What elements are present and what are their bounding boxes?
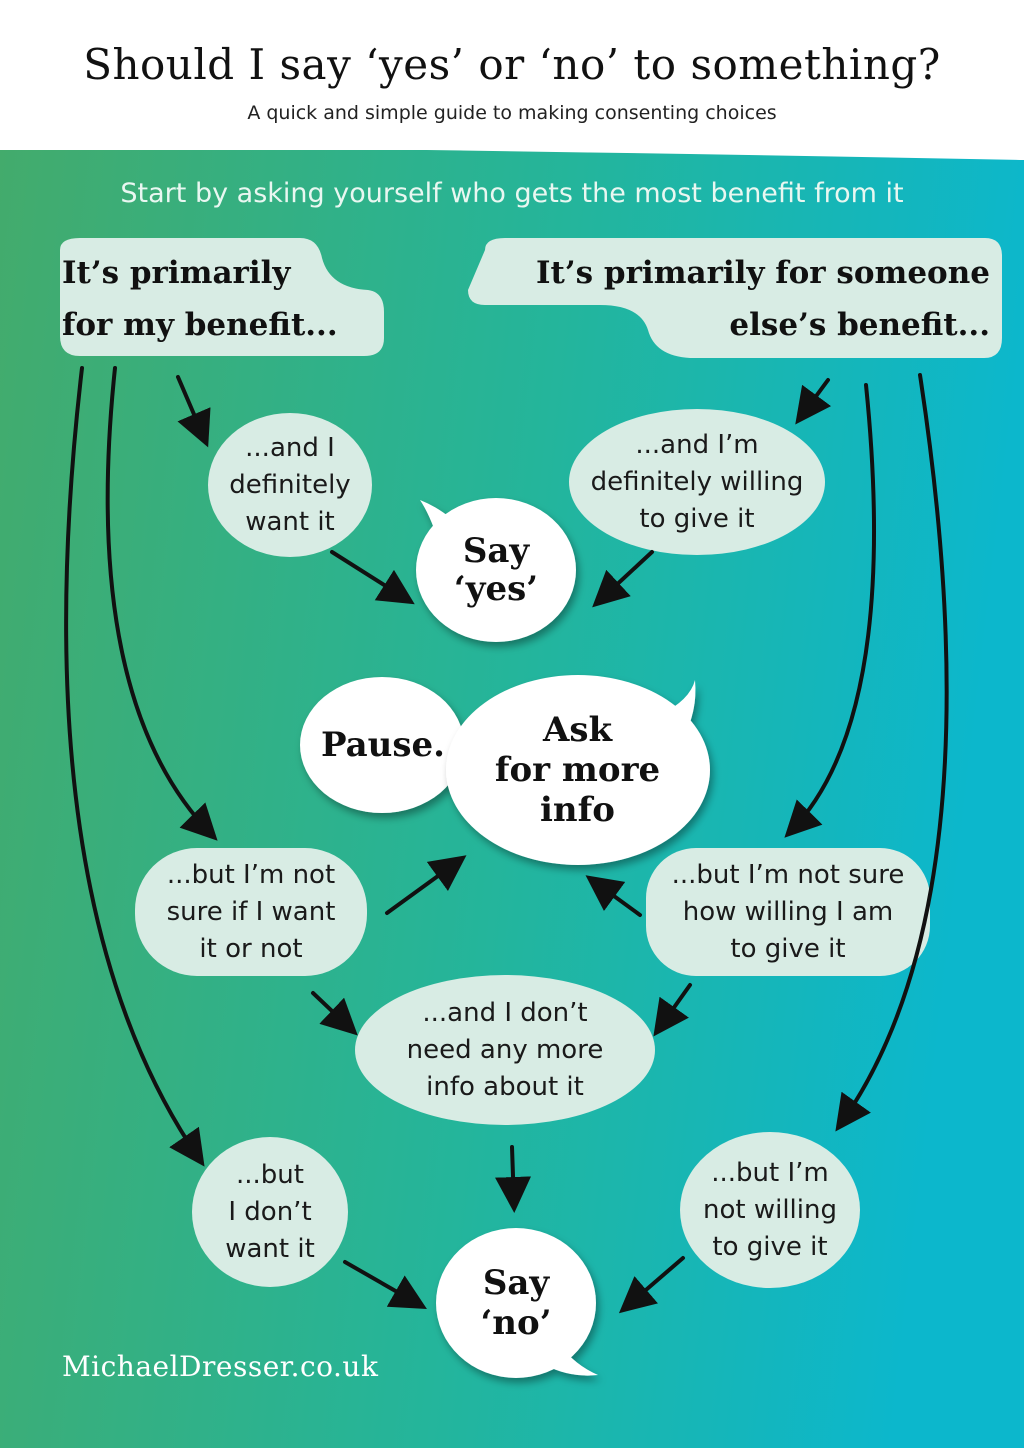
arrow-unsure-want-to-ask xyxy=(385,855,467,915)
header: Should I say ‘yes’ or ‘no’ to something?… xyxy=(0,0,1024,150)
not-willing-label: ...but I’m not willing to give it xyxy=(703,1157,837,1262)
my-benefit-label: It’s primarily for my benefit... xyxy=(62,255,338,343)
pause-speech-bubble xyxy=(300,677,464,813)
dont-want-label: ...but I don’t want it xyxy=(225,1159,315,1264)
say-yes-speech-bubble xyxy=(416,498,576,642)
dont-want-bubble xyxy=(192,1137,348,1287)
my-benefit-bubble xyxy=(60,238,384,356)
footer-website: MichaelDresser.co.uk xyxy=(62,1350,379,1383)
page-subtitle: A quick and simple guide to making conse… xyxy=(247,102,777,124)
arrow-notwilling-to-no xyxy=(618,1256,685,1314)
arrow-others-to-notwilling xyxy=(835,373,949,1132)
arrow-unsure-want-to-nomore xyxy=(311,991,358,1036)
say-no-label: Say ‘no’ xyxy=(480,1263,552,1343)
willing-bubble xyxy=(569,409,825,555)
want-it-label: ...and I definitely want it xyxy=(229,432,351,537)
pause-label: Pause. xyxy=(320,725,445,765)
arrow-unsure-willing-to-ask xyxy=(585,875,642,917)
say-yes-label: Say ‘yes’ xyxy=(453,531,539,609)
unsure-willing-label: ...but I’m not sure how willing I am to … xyxy=(671,860,905,964)
unsure-want-label: ...but I’m not sure if I want it or not xyxy=(166,860,336,964)
others-benefit-label: It’s primarily for someone else’s benefi… xyxy=(536,255,990,343)
arrow-others-to-unsure xyxy=(784,383,877,838)
not-willing-bubble xyxy=(680,1132,860,1288)
arrow-mine-to-unsure xyxy=(105,366,218,841)
ask-more-speech-bubble xyxy=(446,675,710,865)
arrow-unsure-willing-to-nomore xyxy=(653,983,692,1037)
say-no-speech-bubble xyxy=(436,1228,598,1378)
no-more-info-bubble xyxy=(355,975,655,1125)
intro-text: Start by asking yourself who gets the mo… xyxy=(120,178,904,209)
want-it-bubble xyxy=(208,413,372,557)
arrow-mine-to-want xyxy=(176,375,211,448)
arrow-willing-to-yes xyxy=(592,550,654,608)
ask-more-label: Ask for more info xyxy=(494,710,661,830)
arrow-others-to-willing xyxy=(795,378,832,425)
arrow-dontwant-to-no xyxy=(343,1260,427,1309)
others-benefit-bubble xyxy=(468,238,1002,358)
unsure-want-bubble xyxy=(135,848,367,976)
arrow-nomore-to-no xyxy=(495,1145,532,1213)
no-more-info-label: ...and I don’t need any more info about … xyxy=(406,997,604,1102)
willing-label: ...and I’m definitely willing to give it xyxy=(590,429,804,534)
arrow-mine-to-dontwant xyxy=(64,366,205,1167)
page-title: Should I say ‘yes’ or ‘no’ to something? xyxy=(83,40,941,89)
arrow-want-to-yes xyxy=(330,550,415,605)
unsure-willing-bubble xyxy=(646,848,930,976)
